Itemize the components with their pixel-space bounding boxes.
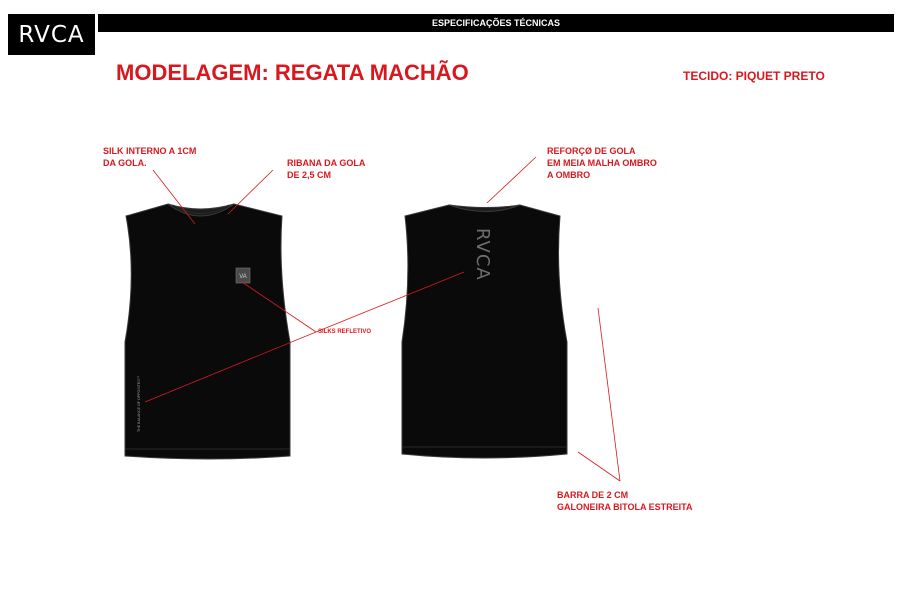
- note-line: DE 2,5 CM: [287, 170, 332, 180]
- note-barra: BARRA DE 2 CM GALONEIRA BITOLA ESTREITA: [557, 489, 693, 513]
- note-silk-interno: SILK INTERNO A 1CM DA GOLA.: [103, 145, 196, 169]
- note-line: BARRA DE 2 CM: [557, 490, 629, 500]
- note-reforco: REFORÇØ DE GOLA EM MEIA MALHA OMBRO A OM…: [547, 145, 657, 181]
- back-print-text: RVCA: [472, 228, 493, 281]
- front-tank-top: VA THE BALANCE OF OPPOSITES™: [124, 203, 291, 460]
- note-line: EM MEIA MALHA OMBRO: [547, 158, 657, 168]
- note-line: GALONEIRA BITOLA ESTREITA: [557, 502, 693, 512]
- note-line: RIBANA DA GOLA: [287, 158, 366, 168]
- note-ribana: RIBANA DA GOLA DE 2,5 CM: [287, 157, 365, 181]
- fabric-spec: TECIDO: PIQUET PRETO: [683, 69, 825, 83]
- header-bar: ESPECIFICAÇÕES TÉCNICAS: [98, 14, 894, 32]
- note-line: SILK INTERNO A 1CM: [103, 146, 197, 156]
- logo-text: RVCA: [18, 21, 85, 48]
- note-line: DA GOLA.: [103, 158, 147, 168]
- leader-lines: [144, 156, 621, 482]
- header-title: ESPECIFICAÇÕES TÉCNICAS: [431, 18, 561, 28]
- rvca-logo: RVCA: [8, 14, 95, 55]
- note-line: REFORÇØ DE GOLA: [547, 146, 636, 156]
- svg-text:VA: VA: [239, 274, 247, 280]
- page-title: MODELAGEM: REGATA MACHÃO: [116, 60, 469, 85]
- back-tank-top: RVCA: [401, 204, 568, 459]
- note-line: A OMBRO: [547, 170, 591, 180]
- side-print-text: THE BALANCE OF OPPOSITES™: [137, 376, 141, 432]
- note-silks-refletivo: SILKS REFLETIVO: [318, 329, 372, 335]
